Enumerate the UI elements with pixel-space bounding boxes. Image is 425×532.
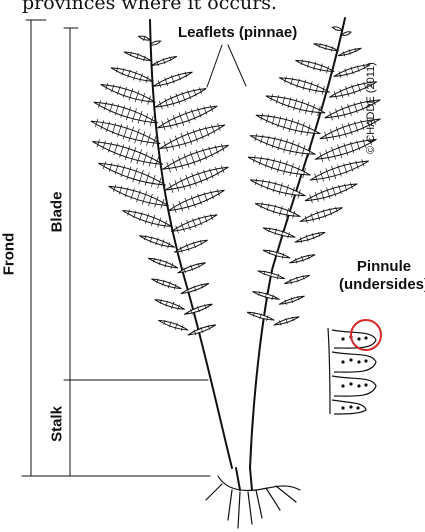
copyright-text: © CHADDE (2011) xyxy=(365,62,377,154)
pinnule-highlight-circle xyxy=(351,320,381,350)
pinnule-label-line2: (undersides) xyxy=(339,276,425,294)
stalk-label: Stalk xyxy=(49,406,66,442)
pinnule-label-line1: Pinnule xyxy=(339,258,425,276)
fern-leaflets xyxy=(91,27,381,335)
blade-label: Blade xyxy=(49,192,66,233)
fern-roots xyxy=(206,476,300,528)
leaflets-leader-lines xyxy=(207,45,246,87)
leaflets-label: Leaflets (pinnae) xyxy=(178,24,297,42)
frond-label: Frond xyxy=(1,233,18,276)
pinnule-label: Pinnule (undersides) xyxy=(339,258,425,294)
